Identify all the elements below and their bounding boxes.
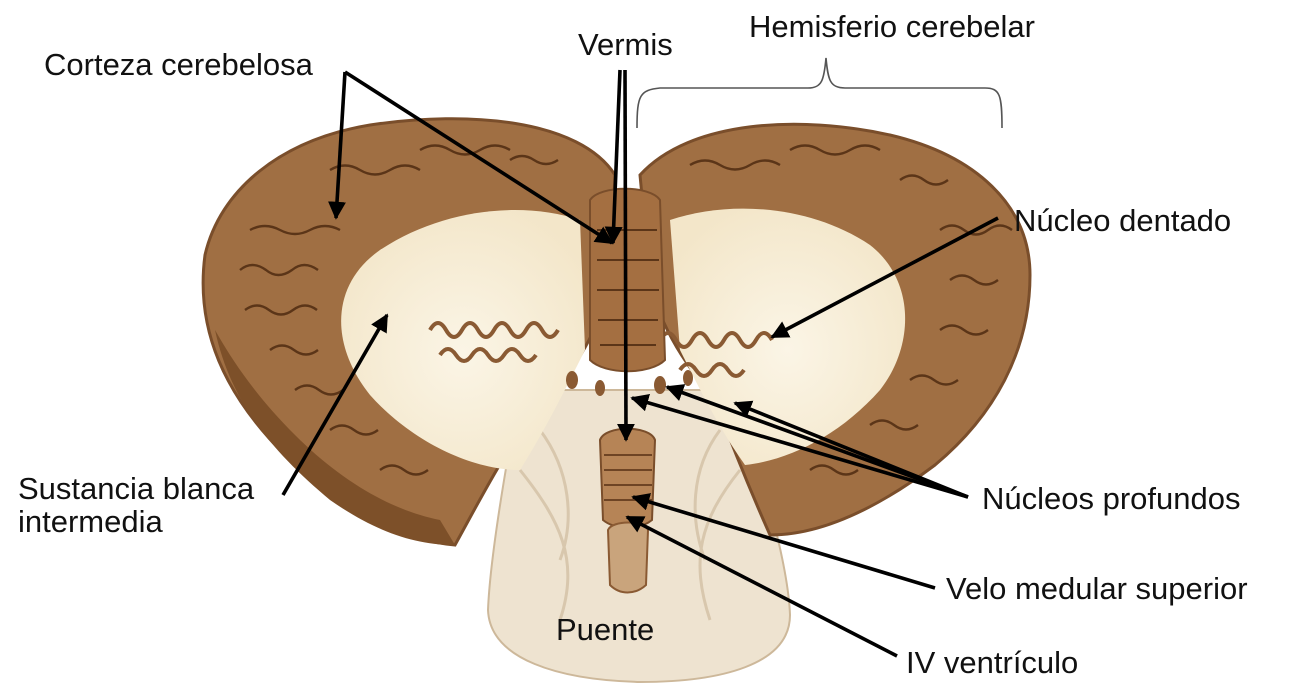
label-nucleo-dentado: Núcleo dentado: [1014, 204, 1231, 237]
label-sustancia-line2: intermedia: [18, 505, 254, 538]
label-sustancia-blanca: Sustancia blanca intermedia: [18, 472, 254, 539]
label-nucleos-profundos: Núcleos profundos: [982, 482, 1241, 515]
velum-shape: [600, 429, 655, 528]
label-hemisferio-cerebelar: Hemisferio cerebelar: [749, 10, 1035, 43]
label-corteza-cerebelosa: Corteza cerebelosa: [44, 48, 313, 81]
label-velo-medular: Velo medular superior: [946, 572, 1248, 605]
label-iv-ventriculo: IV ventrículo: [906, 646, 1078, 679]
ventricle-cavity: [608, 523, 648, 593]
label-puente: Puente: [556, 613, 654, 646]
hemisphere-bracket: [637, 58, 1002, 128]
label-sustancia-line1: Sustancia blanca: [18, 471, 254, 506]
label-vermis: Vermis: [578, 28, 673, 61]
arrow-vermis-long: [625, 70, 626, 440]
